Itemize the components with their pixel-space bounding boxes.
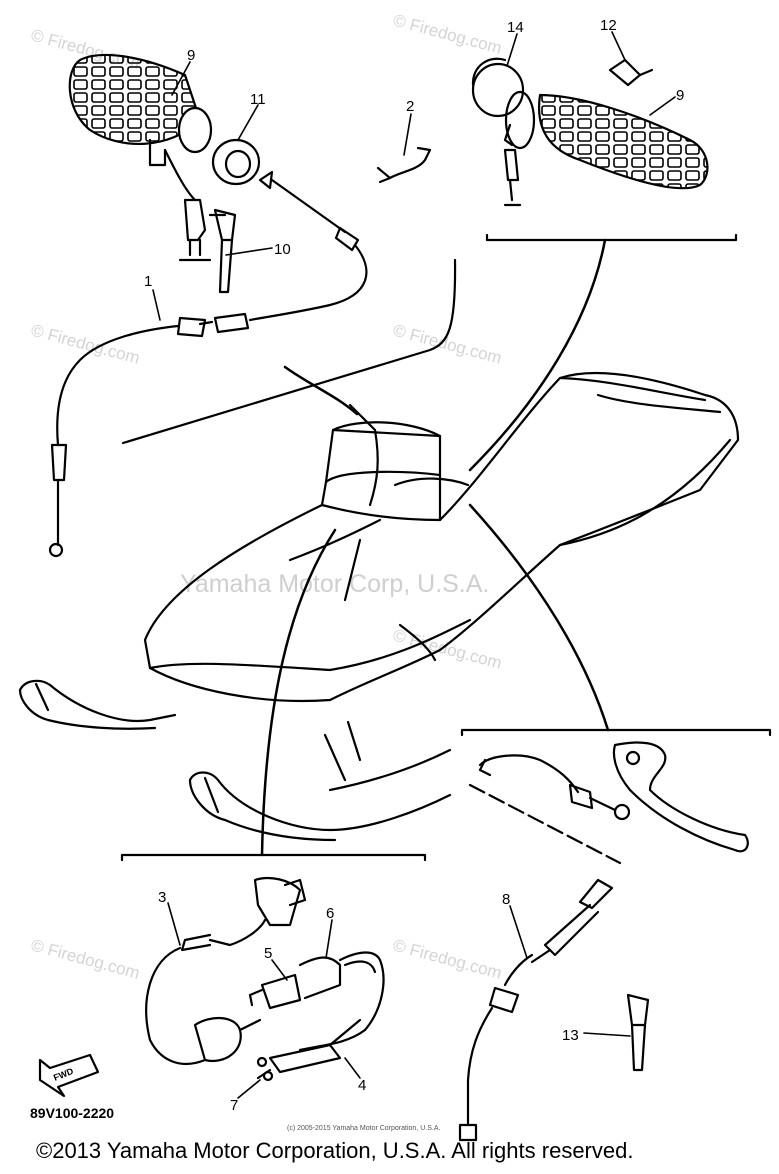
callout-11: 11	[250, 91, 266, 108]
grip-end-cap	[471, 57, 525, 118]
throttle-cable	[48, 170, 368, 558]
callout-8: 8	[502, 891, 510, 908]
left-handlebar-grip	[68, 53, 213, 202]
callout-1: 1	[144, 273, 152, 290]
small-copyright-notice: (c) 2005-2015 Yamaha Motor Corporation, …	[287, 1125, 441, 1132]
brake-lever-assembly	[478, 741, 749, 853]
watermark-firedog: © Firedog.com	[29, 321, 142, 368]
snowmobile-body	[18, 372, 740, 842]
watermark-firedog: © Firedog.com	[391, 11, 504, 58]
group-brackets	[120, 233, 772, 865]
callout-10: 10	[274, 241, 291, 258]
watermark-yamaha: Yamaha Motor Corp, U.S.A.	[180, 570, 489, 598]
callout-leaders	[152, 31, 676, 1099]
callout-7: 7	[230, 1097, 238, 1114]
callout-13: 13	[562, 1027, 579, 1044]
callout-6: 6	[326, 905, 334, 922]
callout-12: 12	[600, 17, 617, 34]
throttle-ring	[211, 138, 261, 186]
grip-screw	[608, 58, 654, 87]
callout-14: 14	[507, 19, 524, 36]
cable-tie	[213, 208, 237, 294]
cable-tie-13	[626, 993, 650, 1072]
callout-5: 5	[264, 945, 272, 962]
callout-9-right: 9	[676, 87, 684, 104]
watermarks: © Firedog.com © Firedog.com © Firedog.co…	[29, 11, 504, 983]
brake-cable	[458, 878, 614, 1142]
fwd-label: FWD	[52, 1066, 75, 1083]
wire-connectors-left	[178, 198, 227, 262]
right-handlebar-grip	[503, 90, 709, 207]
forward-arrow-icon	[38, 1053, 100, 1098]
callout-2: 2	[406, 98, 414, 115]
cable-clip	[376, 146, 432, 184]
watermark-firedog: © Firedog.com	[391, 321, 504, 368]
watermark-firedog: © Firedog.com	[391, 936, 504, 983]
callout-3: 3	[158, 889, 166, 906]
callout-4: 4	[358, 1077, 366, 1094]
callout-numbers: 9 11 2 10 1 14 12 9 3 5 6 7 4 8 13	[144, 17, 684, 1114]
copyright-line: ©2013 Yamaha Motor Corporation, U.S.A. A…	[36, 1138, 634, 1163]
callout-9-left: 9	[187, 47, 195, 64]
kill-switch-assembly	[145, 876, 385, 1082]
diagram-code: 89V100-2220	[30, 1105, 115, 1121]
watermark-firedog: © Firedog.com	[29, 936, 142, 983]
